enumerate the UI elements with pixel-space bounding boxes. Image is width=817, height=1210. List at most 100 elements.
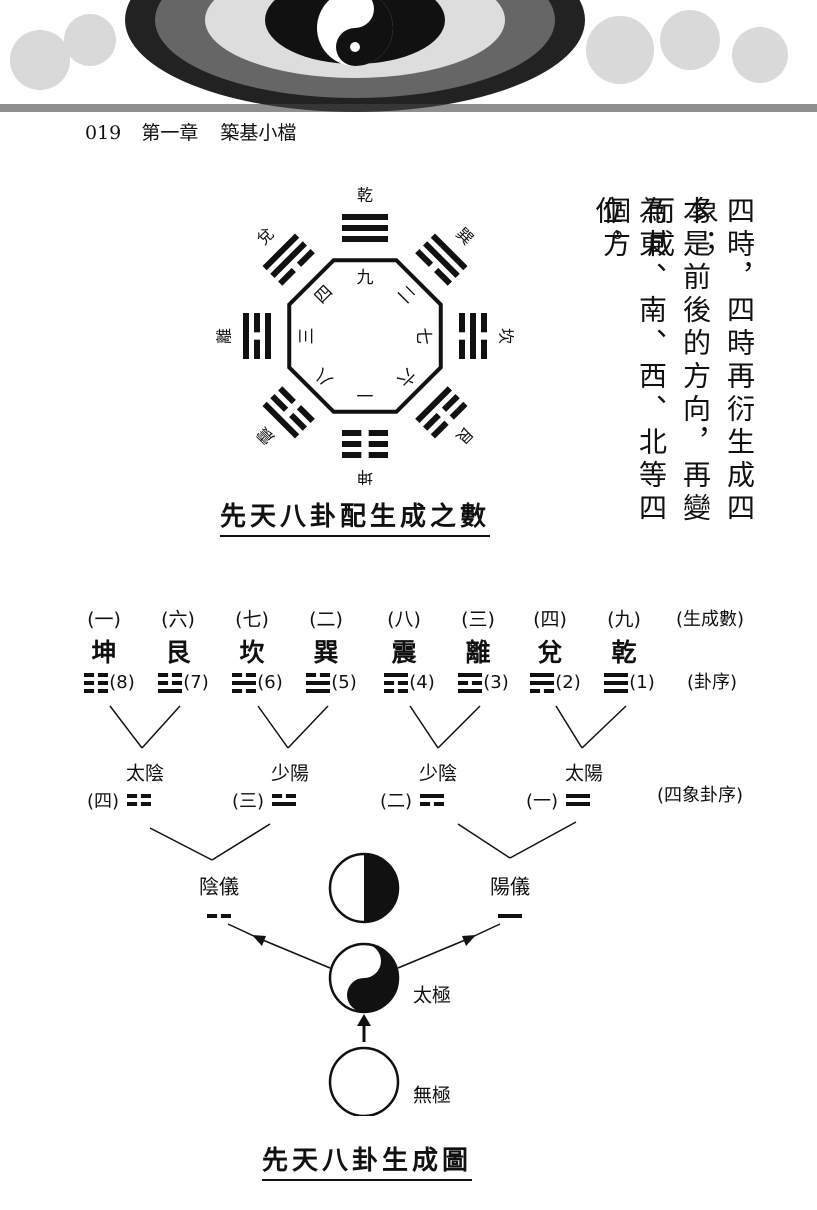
trigram-symbol [262,386,315,439]
trigram-order: (5) [331,672,357,693]
four-image-name: 少陽 [271,763,309,785]
four-image-order: (一) [526,791,558,812]
yang-yi-symbol [498,914,522,918]
trigram-number: 一 [357,384,374,404]
branch-line [109,705,143,749]
branch-line [287,705,329,749]
figure2-caption: 先天八卦生成圖 [262,1140,473,1181]
four-image-symbol [566,794,590,806]
trigram-name: 乾 [357,186,373,205]
branch-line [149,827,213,861]
trigram-symbol [232,673,256,693]
trigram-name: 巽 [452,224,477,249]
up-arrow-icon [357,1014,371,1042]
generation-number: (二) [309,609,343,631]
taiji-label: 太極 [413,985,451,1007]
trigram-order: (8) [109,672,135,693]
trigram-number: 四 [311,282,337,308]
liangyi-circle-icon [328,852,400,924]
trigram-order: (2) [555,672,581,693]
chapter-label: 第一章 [141,122,199,144]
trigram-number: 三 [297,328,317,345]
four-image-symbol [127,794,151,806]
generation-number: (一) [87,609,121,631]
trigram-symbol [459,313,487,359]
trigram-order: (3) [483,672,509,693]
branch-line [437,705,481,749]
trigram-name: 震 [391,638,417,667]
trigram-name: 離 [465,638,490,667]
four-image-order: (四) [87,791,119,812]
branch-line [211,823,271,861]
trigram-name: 巽 [313,638,338,667]
branch-line [141,705,181,749]
trigram-name: 兌 [537,638,562,667]
bagua-generation-tree: (一) 坤 (8) (六) 艮 (7) (七) 坎 (6) (二) 巽 (5) (八) 震 (4) (三) 離 (… [84,609,744,1116]
text-column: 四時，四時再衍生成四象； [687,196,756,526]
inner-octagon [287,258,443,414]
trigram-name: 震 [253,423,278,448]
trigram-order: (6) [257,672,283,693]
bagua-disc-illustration [125,0,585,112]
trigram-symbol [342,214,388,242]
generation-number: (六) [161,609,195,631]
taiji-icon [328,942,400,1014]
generation-number: (七) [235,609,269,631]
trigram-order-label: (卦序) [687,672,737,693]
branch-line [257,705,289,749]
trigram-name: 離 [215,328,234,344]
trigram-name: 坎 [239,638,264,667]
trigram-symbol [342,430,388,458]
trigram-order: (4) [409,672,435,693]
four-image-name: 少陰 [419,763,457,785]
trigram-symbol [243,313,271,359]
trigram-name: 坤 [91,638,116,667]
yin-yi-label: 陰儀 [199,875,239,899]
trigram-name: 坎 [497,328,516,344]
four-image-name: 太陽 [565,763,603,785]
yang-yi-label: 陽儀 [490,875,530,899]
trigram-name: 坤 [357,468,373,487]
figure1-caption: 先天八卦配生成之數 [220,496,491,537]
generation-number: (九) [607,609,641,631]
chapter-title: 築基小檔 [220,122,297,144]
generation-number: (四) [533,609,567,631]
trigram-symbol [458,673,482,693]
trigram-name: 艮 [165,638,191,667]
four-image-name: 太陰 [126,763,164,785]
four-image-symbol [272,794,296,806]
text-column: 為東、南、西、北等四個方 [599,196,668,526]
trigram-symbol [604,673,628,693]
trigram-order: (1) [629,672,655,693]
trigram-name: 乾 [611,638,636,667]
four-image-order-label: (四象卦序) [657,785,743,806]
bagua-octagon-diagram: 乾九巽二坎七艮六坤一震八離三兌四 [215,186,515,486]
trigram-name: 艮 [452,423,477,448]
wuji-label: 無極 [413,1085,451,1107]
trigram-symbol [384,673,408,693]
trigram-symbol [306,673,330,693]
trigram-number: 二 [393,282,419,308]
trigram-number: 八 [311,364,337,390]
four-image-order: (二) [380,791,412,812]
four-image-order: (三) [232,791,264,812]
trigram-symbol [84,673,108,693]
branch-line [457,823,511,859]
generation-number: (三) [461,609,495,631]
yin-yi-symbol [207,914,231,918]
trigram-symbol [530,673,554,693]
arrow-lines [227,923,501,969]
four-image-symbol [420,794,444,806]
page-header: 019 第一章 築基小檔 [85,118,296,145]
generation-number: (八) [387,609,421,631]
branch-line [409,705,439,749]
trigram-symbol [415,386,468,439]
trigram-symbol [158,673,182,693]
trigram-number: 九 [357,268,374,288]
trigram-symbol [262,233,315,286]
wuji-circle-icon [328,1046,400,1116]
generation-number-label: (生成數) [676,609,744,630]
trigram-order: (7) [183,672,209,693]
branch-line [581,705,627,749]
page-number: 019 [85,122,122,144]
